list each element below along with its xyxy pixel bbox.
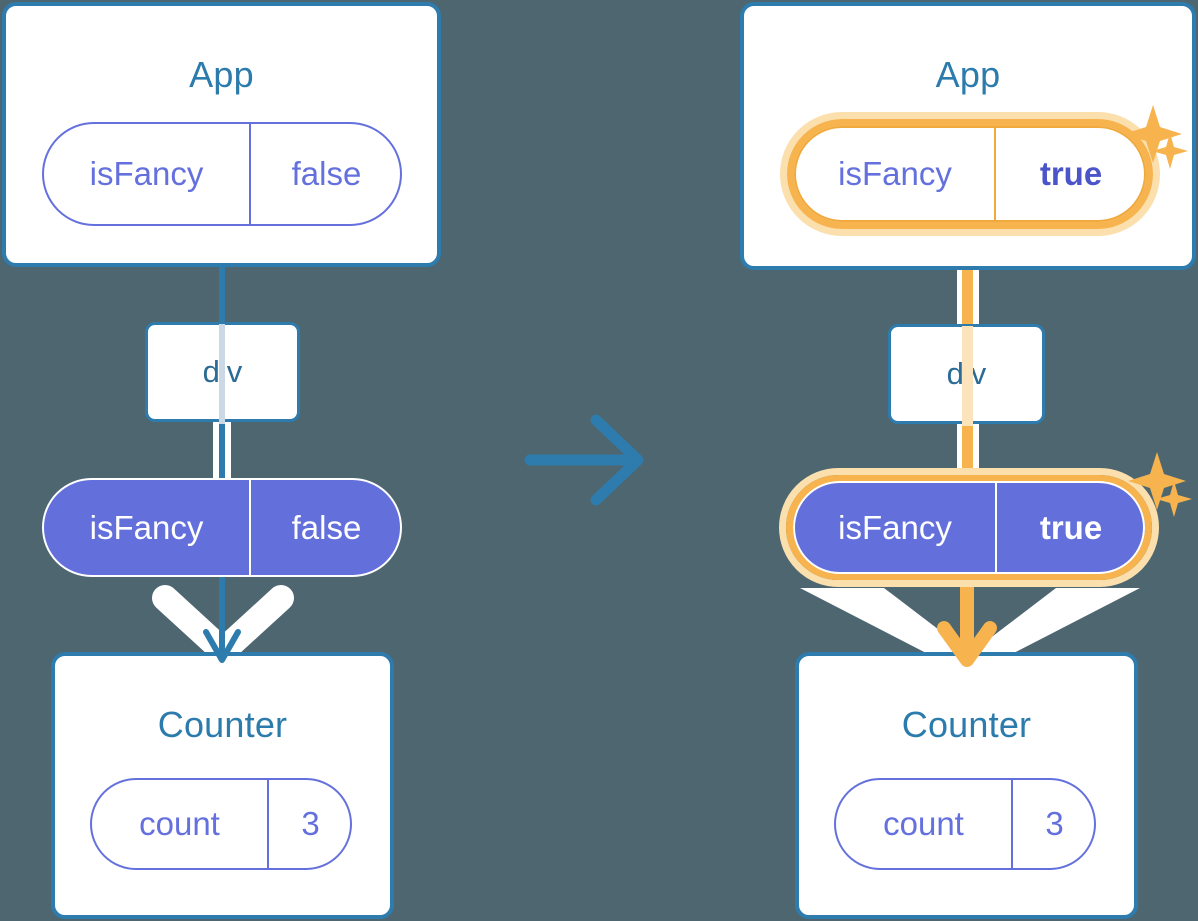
before-counter-title: Counter bbox=[157, 704, 288, 745]
before-app-state-value: false bbox=[249, 124, 402, 224]
before-connector-through-div bbox=[219, 324, 225, 424]
sparkle-small-icon bbox=[1156, 481, 1192, 517]
before-prop-pill: isFancy false bbox=[42, 478, 402, 577]
after-counter-state-pill: count 3 bbox=[834, 778, 1096, 870]
after-white-wing-right bbox=[968, 588, 1140, 655]
after-white-wing-left bbox=[800, 588, 972, 655]
before-app-state-key: isFancy bbox=[89, 155, 204, 192]
after-connector-app-to-div bbox=[962, 232, 973, 328]
after-connector-through-div bbox=[962, 326, 973, 426]
after-connector-div-to-prop bbox=[962, 420, 973, 492]
after-app-state-highlight-outer bbox=[780, 112, 1160, 236]
before-prop-value: false bbox=[249, 480, 402, 575]
after-prop-key: isFancy bbox=[838, 508, 952, 546]
before-app-state-pill: isFancy false bbox=[42, 122, 402, 226]
after-app-state-pill: isFancy true bbox=[794, 126, 1146, 222]
before-connector-rail-left bbox=[213, 418, 219, 488]
before-connector-app-to-div bbox=[219, 262, 225, 324]
after-app-title: App bbox=[935, 54, 1001, 95]
before-prop-key: isFancy bbox=[89, 508, 204, 546]
before-connector-rail-right bbox=[225, 418, 231, 488]
before-white-wing-right bbox=[209, 585, 294, 665]
before-counter-state-value: 3 bbox=[267, 780, 352, 868]
before-counter-state-key: count bbox=[139, 805, 220, 842]
before-connector-div-to-prop bbox=[219, 418, 225, 488]
before-white-wing-left bbox=[152, 585, 237, 665]
before-counter-state-pill: count 3 bbox=[90, 778, 352, 870]
after-prop-value: true bbox=[995, 483, 1145, 572]
after-app-state-highlight-ring bbox=[787, 119, 1153, 229]
after-app-state-value: true bbox=[994, 128, 1146, 220]
transition-arrow-right-icon bbox=[524, 414, 644, 506]
after-app-state-key: isFancy bbox=[838, 155, 952, 192]
after-counter-state-value: 3 bbox=[1011, 780, 1096, 868]
before-app-title: App bbox=[189, 54, 254, 95]
after-counter-state-key: count bbox=[883, 805, 964, 842]
after-prop-pill: isFancy true bbox=[793, 481, 1145, 574]
after-counter-title: Counter bbox=[901, 704, 1032, 745]
